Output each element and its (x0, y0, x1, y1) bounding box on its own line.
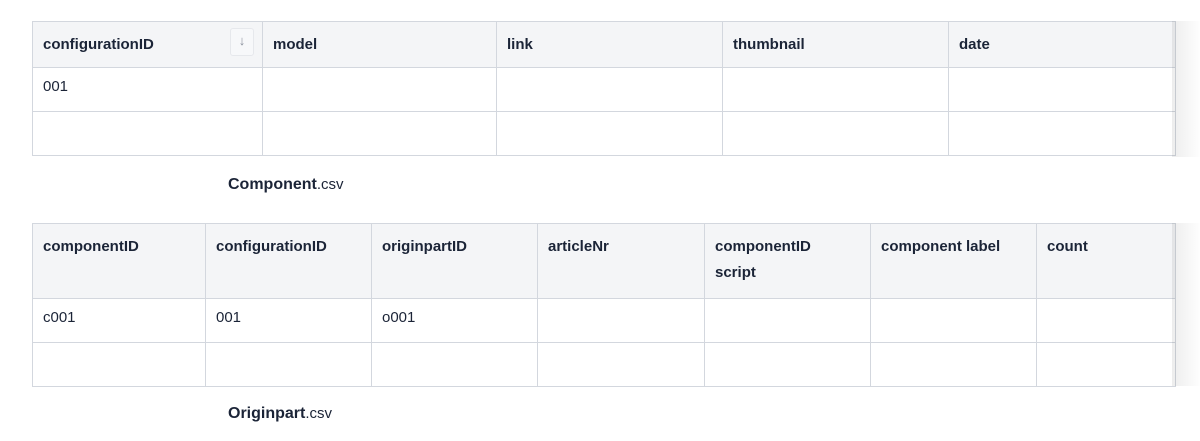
header-row: ↓configurationID model link thumbnail da… (32, 21, 1176, 68)
arrow-down-icon[interactable]: ↓ (230, 28, 254, 56)
column-header-originpartID[interactable]: originpartID (371, 223, 538, 299)
table-row: c001 001 o001 (32, 298, 1176, 343)
table-row (32, 342, 1176, 387)
table-cell[interactable] (722, 67, 949, 112)
table-cell[interactable] (371, 342, 538, 387)
table-cell[interactable] (948, 111, 1176, 156)
component-table: componentID configurationID originpartID… (32, 223, 1176, 387)
table-cell[interactable] (496, 111, 723, 156)
scroll-shadow (1172, 223, 1200, 386)
component-caption: Component.csv (228, 176, 344, 193)
column-header-configurationID[interactable]: configurationID (205, 223, 372, 299)
table-cell[interactable] (1036, 298, 1176, 343)
column-header-model[interactable]: model (262, 21, 497, 68)
column-header-componentID-script[interactable]: componentID script (704, 223, 871, 299)
table-row: 001 (32, 67, 1176, 112)
table-cell[interactable] (205, 342, 372, 387)
table-cell[interactable]: 001 (32, 67, 263, 112)
table-cell[interactable] (704, 342, 871, 387)
column-header-articleNr[interactable]: articleNr (537, 223, 705, 299)
table-cell[interactable] (722, 111, 949, 156)
table-cell[interactable] (704, 298, 871, 343)
table-cell[interactable] (262, 111, 497, 156)
table-cell[interactable] (32, 342, 206, 387)
table-cell[interactable] (32, 111, 263, 156)
table-row (32, 111, 1176, 156)
table-cell[interactable] (537, 298, 705, 343)
scroll-shadow (1172, 21, 1200, 157)
table-cell[interactable]: o001 (371, 298, 538, 343)
table-cell[interactable] (537, 342, 705, 387)
table-cell[interactable] (870, 342, 1037, 387)
table-cell[interactable] (1036, 342, 1176, 387)
originpart-caption: Originpart.csv (228, 405, 333, 422)
table-cell[interactable]: c001 (32, 298, 206, 343)
configuration-table: ↓configurationID model link thumbnail da… (32, 21, 1176, 156)
table-cell[interactable] (870, 298, 1037, 343)
table-cell[interactable] (948, 67, 1176, 112)
table-cell[interactable]: 001 (205, 298, 372, 343)
table-cell[interactable] (496, 67, 723, 112)
column-header-configurationID[interactable]: ↓configurationID (32, 21, 263, 68)
header-row: componentID configurationID originpartID… (32, 223, 1176, 299)
column-header-componentID[interactable]: componentID (32, 223, 206, 299)
column-header-component-label[interactable]: component label (870, 223, 1037, 299)
column-header-link[interactable]: link (496, 21, 723, 68)
column-header-thumbnail[interactable]: thumbnail (722, 21, 949, 68)
table-cell[interactable] (262, 67, 497, 112)
column-header-date[interactable]: date (948, 21, 1176, 68)
column-header-count[interactable]: count (1036, 223, 1176, 299)
